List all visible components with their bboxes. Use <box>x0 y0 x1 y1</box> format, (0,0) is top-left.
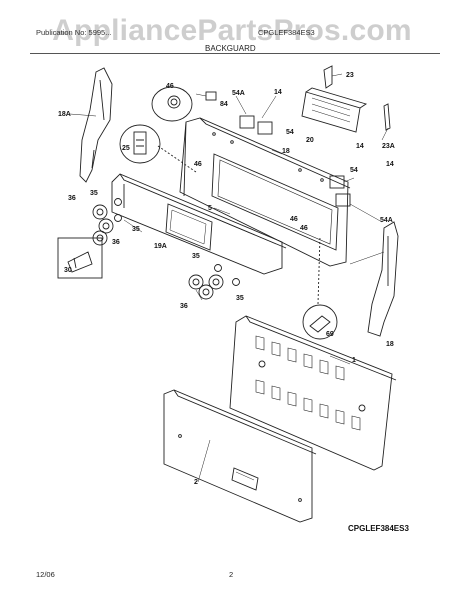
callout-19A: 19A <box>154 243 167 250</box>
callout-14-top: 14 <box>274 89 282 96</box>
header-model: CPGLEF384ES3 <box>258 28 315 37</box>
control-panel-19A <box>111 173 287 275</box>
callout-36-left-a: 36 <box>68 195 76 202</box>
callout-46-top: 46 <box>166 83 174 90</box>
clips-lower-35 <box>214 264 240 286</box>
callout-54-right: 54 <box>350 167 358 174</box>
knobs-left-36 <box>92 204 114 246</box>
callout-54-top: 54 <box>286 129 294 136</box>
callout-labels: 18A 46 84 54A 14 54 23 20 23A 25 46 18 1… <box>58 72 395 486</box>
callout-5: 5 <box>208 205 212 212</box>
section-title: BACKGUARD <box>205 44 256 53</box>
callout-18-top: 18 <box>282 148 290 155</box>
callout-69: 69 <box>326 331 334 338</box>
callout-35-left-a: 35 <box>90 190 98 197</box>
callout-36-lower: 36 <box>180 303 188 310</box>
clock-detail-46 <box>151 86 193 122</box>
callout-84: 84 <box>220 101 228 108</box>
detail-25 <box>119 124 197 173</box>
lower-panel-2 <box>163 389 317 523</box>
callout-25: 25 <box>122 145 130 152</box>
end-cap-left-18A <box>79 67 113 183</box>
callout-35-lower-b: 35 <box>236 295 244 302</box>
callout-46-right-a: 46 <box>290 216 298 223</box>
switch-84 <box>205 91 217 101</box>
detail-30 <box>57 237 103 279</box>
header-rule <box>30 53 440 54</box>
callout-36-left-b: 36 <box>112 239 120 246</box>
callout-54A-top: 54A <box>232 90 245 97</box>
diagram-code: CPGLEF384ES3 <box>348 524 409 533</box>
callout-35-lower-a: 35 <box>192 253 200 260</box>
leader-lines <box>69 73 389 483</box>
knobs-lower-36 <box>188 274 224 300</box>
callout-46-mid: 46 <box>194 161 202 168</box>
header-publication: Publication No: 5995... <box>36 28 112 37</box>
rear-panel-1 <box>229 315 397 471</box>
footer-date: 12/06 <box>36 570 55 579</box>
detail-69 <box>302 235 338 340</box>
callout-23: 23 <box>346 72 354 79</box>
end-cap-right-18 <box>367 221 399 337</box>
callout-20: 20 <box>306 137 314 144</box>
callout-54A-right: 54A <box>380 217 393 224</box>
callout-14-right-a: 14 <box>356 143 364 150</box>
backguard-panel-18 <box>179 115 351 267</box>
callout-23A: 23A <box>382 143 395 150</box>
callout-46-right-b: 46 <box>300 225 308 232</box>
callout-35-left-b: 35 <box>132 226 140 233</box>
footer-page-number: 2 <box>229 570 234 579</box>
callout-30: 30 <box>64 267 72 274</box>
callout-18-right: 18 <box>386 341 394 348</box>
callout-1: 1 <box>352 357 356 364</box>
callout-2: 2 <box>194 479 198 486</box>
clips-left-35 <box>114 198 122 222</box>
bracket-23A <box>383 103 391 131</box>
callout-18A: 18A <box>58 111 71 118</box>
watermark: AppliancePartsPros.com <box>52 14 412 47</box>
callout-14-right-b: 14 <box>386 161 394 168</box>
control-board-20 <box>301 65 368 133</box>
